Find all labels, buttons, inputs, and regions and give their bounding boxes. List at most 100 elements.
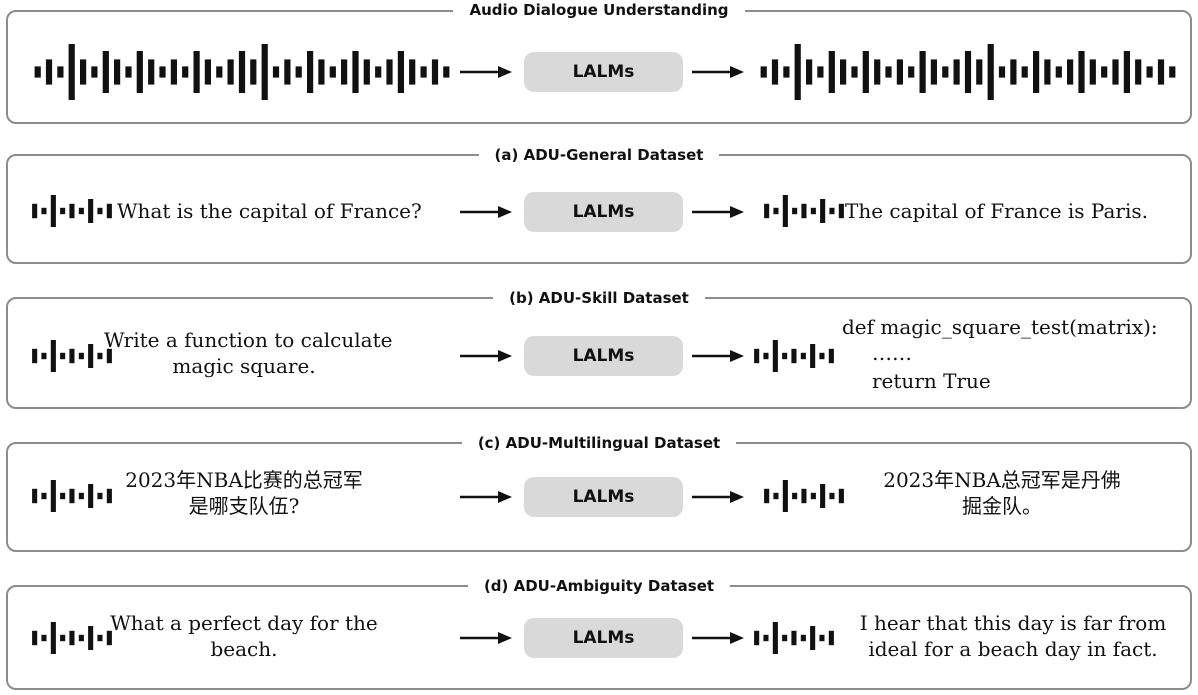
- lalms-model-box: LALMs: [524, 336, 683, 376]
- waveform-bar: [1044, 59, 1051, 85]
- waveform-bar: [80, 59, 87, 85]
- waveform-bar: [908, 66, 915, 78]
- skill-query-text: Write a function to calculate magic squa…: [104, 327, 392, 379]
- waveform-bar: [810, 207, 816, 215]
- audio-waveform-icon: [760, 44, 1176, 100]
- waveform-bar: [50, 340, 56, 372]
- right-arrow-icon: [692, 632, 744, 644]
- ambiguity-response-line-2: ideal for a beach day in fact.: [868, 637, 1158, 661]
- waveform-bar: [295, 66, 302, 78]
- waveform-bar: [783, 66, 790, 78]
- waveform-bar: [148, 59, 155, 85]
- waveform-bar: [69, 203, 75, 219]
- skill-response-line-3: return True: [872, 369, 991, 393]
- waveform-bar: [763, 352, 769, 360]
- waveform-bar: [250, 59, 257, 85]
- waveform-bar: [97, 352, 103, 360]
- waveform-bar: [862, 51, 869, 93]
- waveform-bar: [307, 51, 314, 93]
- ambiguity-query-line-1: What a perfect day for the: [110, 611, 378, 635]
- waveform-bar: [106, 488, 112, 504]
- waveform-bar: [97, 207, 103, 215]
- right-arrow-icon: [460, 632, 512, 644]
- waveform-bar: [375, 66, 382, 78]
- waveform-bar: [41, 634, 47, 642]
- waveform-bar: [930, 59, 937, 85]
- waveform-bar: [68, 44, 75, 100]
- waveform-bar: [838, 488, 844, 504]
- waveform-bar: [272, 66, 280, 78]
- waveform-bar: [782, 634, 788, 642]
- right-arrow-icon: [692, 491, 744, 503]
- ambiguity-response-text: I hear that this day is far from ideal f…: [836, 610, 1190, 662]
- waveform-bar: [443, 66, 450, 78]
- waveform-bar: [216, 66, 223, 78]
- waveform-bar: [1169, 66, 1176, 78]
- waveform-bar: [773, 492, 779, 500]
- waveform-bar: [45, 59, 53, 85]
- waveform-bar: [817, 66, 824, 78]
- waveform-bar: [810, 492, 816, 500]
- waveform-bar: [193, 51, 200, 93]
- waveform-bar: [754, 630, 760, 646]
- waveform-bar: [792, 492, 798, 500]
- waveform-bar: [204, 59, 211, 85]
- waveform-bar: [1078, 51, 1085, 93]
- waveform-bar: [1010, 59, 1017, 85]
- waveform-bar: [1101, 66, 1108, 78]
- waveform-bar: [1021, 66, 1028, 78]
- lalms-model-box: LALMs: [524, 52, 683, 92]
- waveform-bar: [800, 634, 806, 642]
- waveform-bar: [60, 492, 66, 500]
- waveform-bar: [106, 348, 112, 364]
- waveform-bar: [159, 66, 166, 78]
- multilingual-response-line-1: 2023年NBA总冠军是丹佛: [883, 468, 1121, 492]
- waveform-bar: [810, 344, 816, 368]
- right-arrow-icon: [692, 66, 744, 78]
- waveform-bar: [69, 630, 75, 646]
- lalms-model-box: LALMs: [524, 477, 683, 517]
- waveform-bar: [363, 59, 370, 85]
- waveform-bar: [782, 352, 788, 360]
- waveform-bar: [106, 203, 112, 219]
- panel-title-multilingual: (c) ADU-Multilingual Dataset: [0, 433, 1198, 453]
- waveform-bar: [106, 630, 112, 646]
- audio-waveform-icon: [32, 622, 112, 654]
- panel-title-general: (a) ADU-General Dataset: [0, 145, 1198, 165]
- waveform-bar: [78, 492, 84, 500]
- waveform-bar: [182, 66, 189, 78]
- waveform-bar: [125, 66, 132, 78]
- waveform-bar: [792, 207, 798, 215]
- waveform-bar: [329, 66, 336, 78]
- waveform-bar: [773, 207, 779, 215]
- waveform-bar: [764, 488, 770, 504]
- waveform-bar: [942, 66, 949, 78]
- waveform-bar: [91, 66, 98, 78]
- waveform-bar: [1135, 59, 1142, 85]
- waveform-bar: [791, 348, 797, 364]
- waveform-bar: [78, 634, 84, 642]
- waveform-bar: [987, 44, 994, 100]
- waveform-bar: [1067, 59, 1074, 85]
- waveform-bar: [284, 59, 291, 85]
- waveform-bar: [69, 488, 75, 504]
- waveform-bar: [885, 66, 892, 78]
- waveform-bar: [386, 59, 393, 85]
- waveform-bar: [810, 626, 816, 650]
- waveform-bar: [88, 626, 94, 650]
- waveform-bar: [409, 59, 416, 85]
- waveform-bar: [874, 59, 881, 85]
- waveform-bar: [227, 59, 234, 85]
- multilingual-query-line-2: 是哪支队伍?: [188, 494, 300, 518]
- waveform-bar: [88, 344, 94, 368]
- waveform-bar: [88, 199, 94, 223]
- waveform-bar: [953, 59, 960, 85]
- panel-adu-skill: [6, 297, 1192, 409]
- waveform-bar: [1055, 66, 1062, 78]
- audio-waveform-icon: [764, 195, 844, 227]
- skill-response-line-2: ……: [872, 341, 912, 365]
- waveform-bar: [998, 66, 1006, 78]
- waveform-bar: [88, 484, 94, 508]
- waveform-bar: [772, 622, 778, 654]
- multilingual-response-text: 2023年NBA总冠军是丹佛 掘金队。: [852, 467, 1152, 519]
